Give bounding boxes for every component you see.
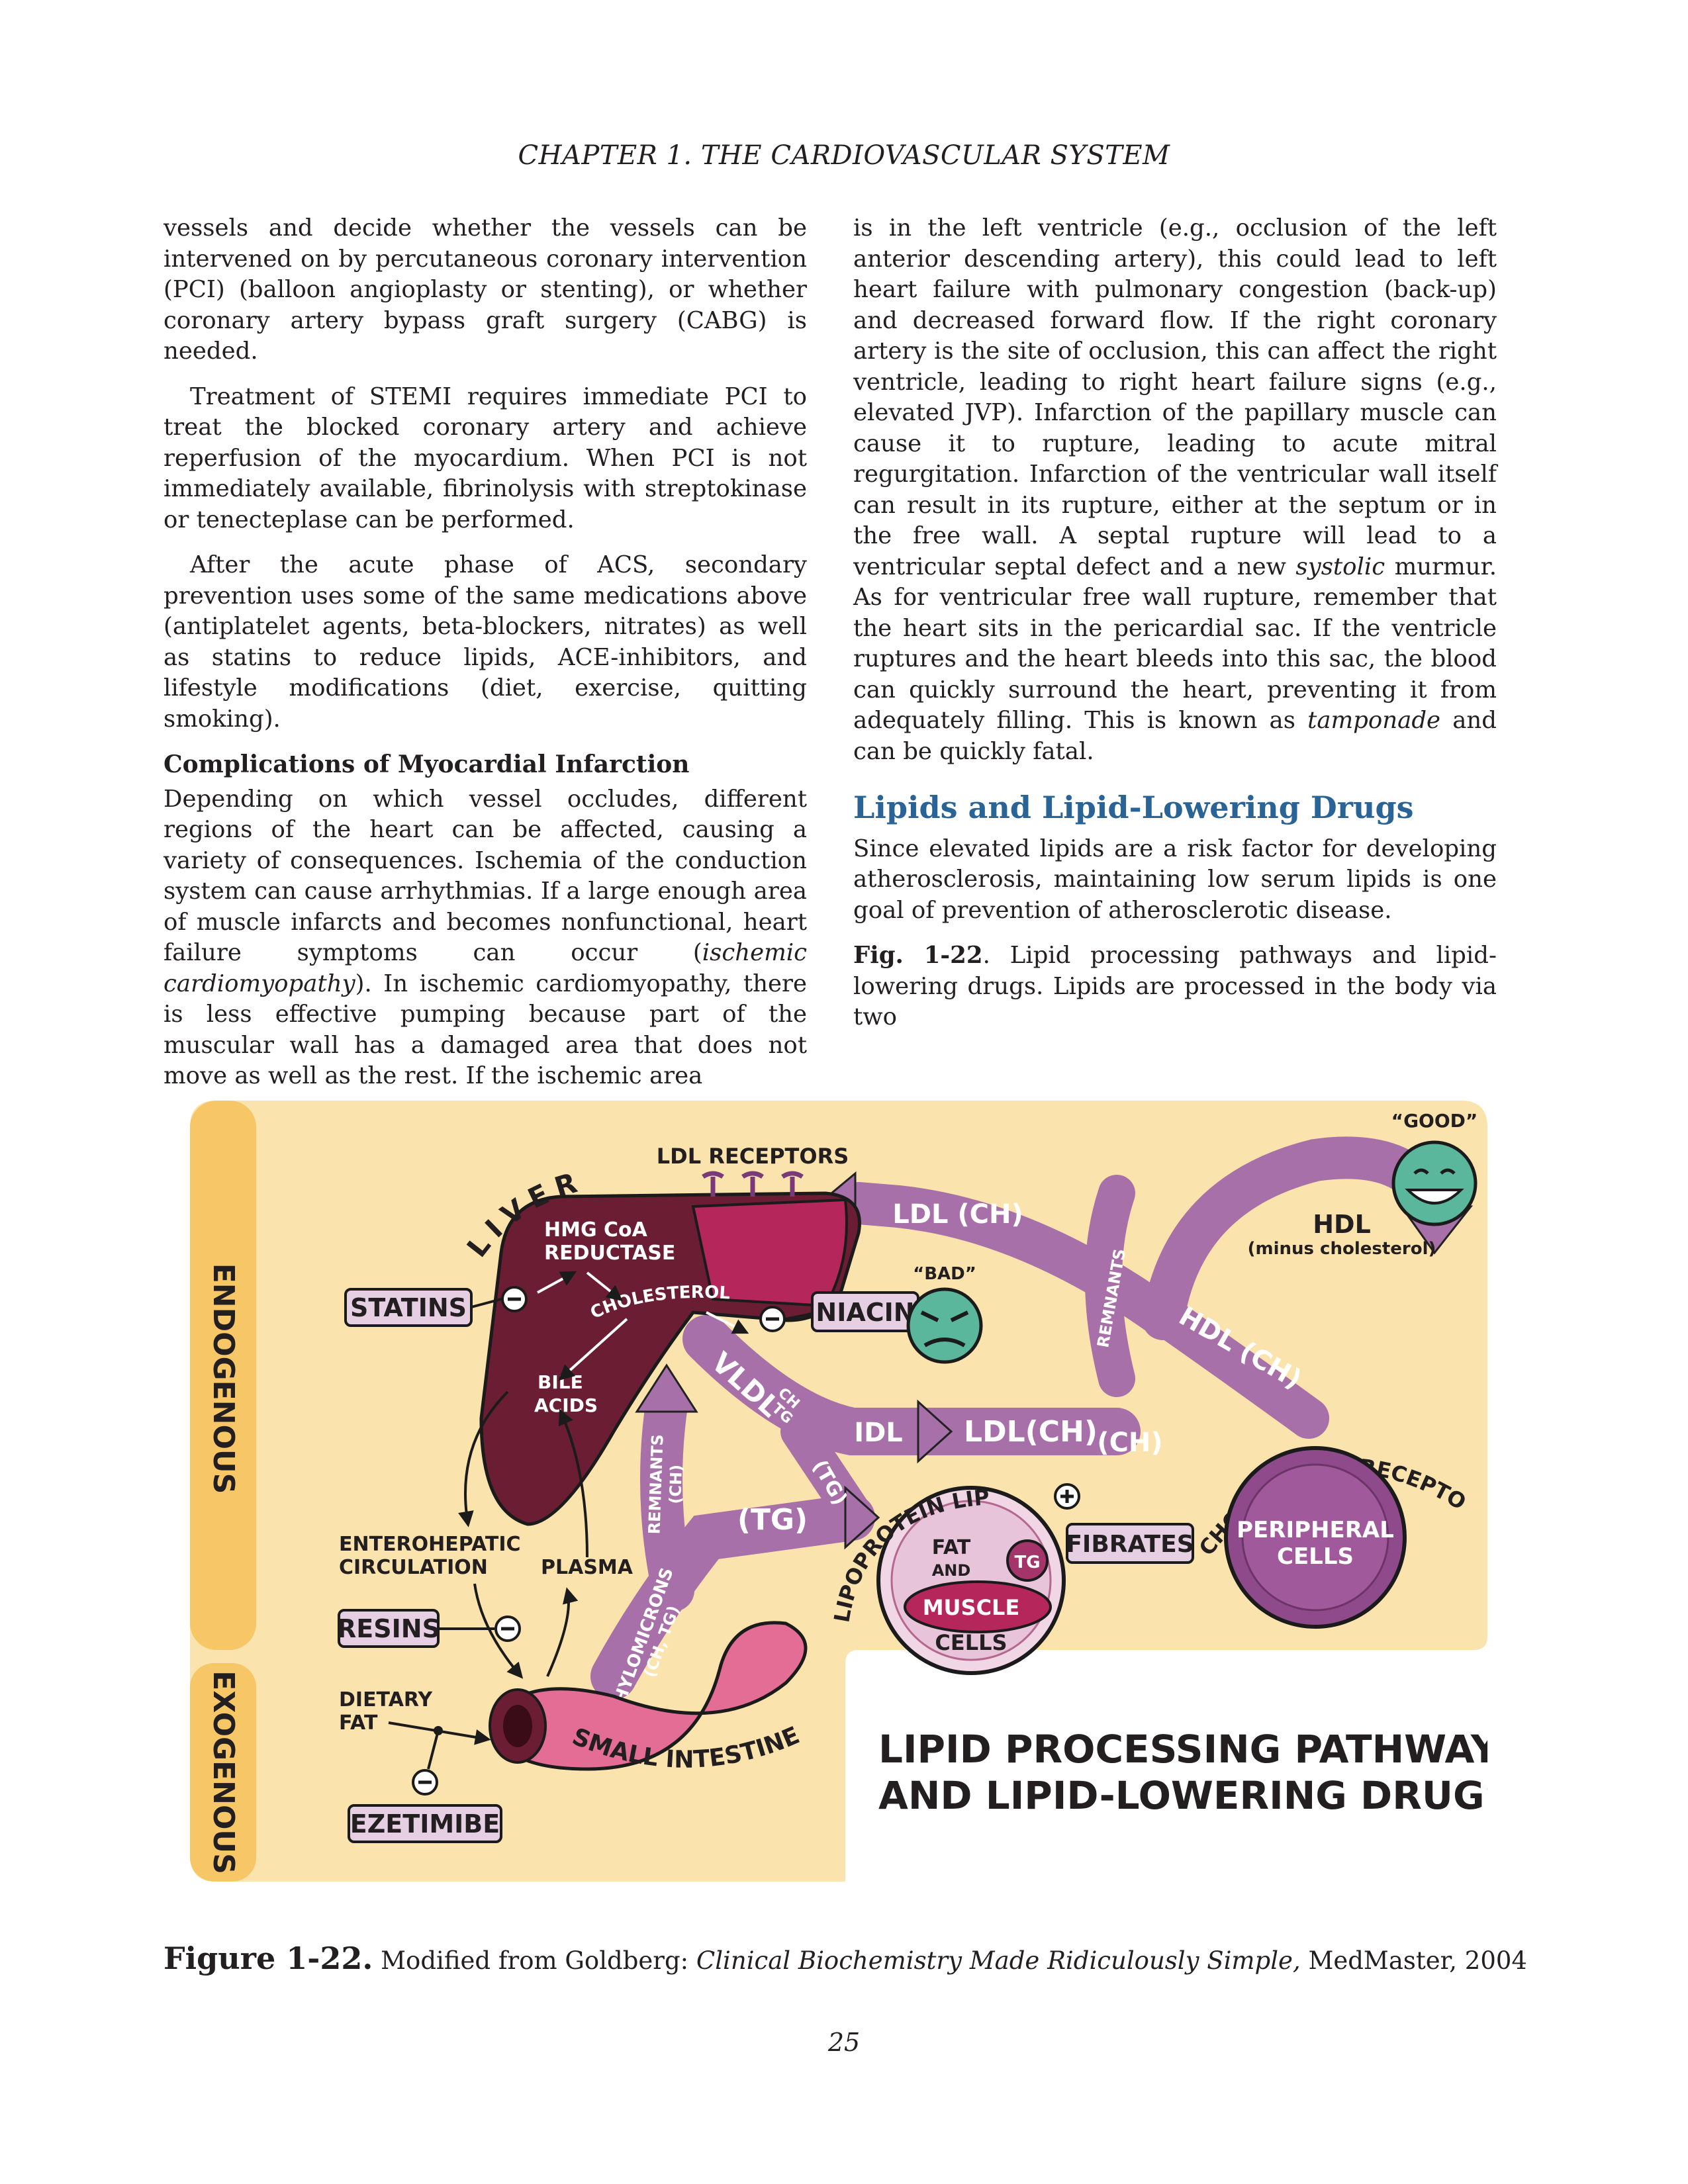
tg-badge-label: TG: [1014, 1553, 1040, 1572]
text-run: murmur. As for ventricular free wall rup…: [853, 553, 1497, 735]
section-title-lipids: Lipids and Lipid-Lowering Drugs: [853, 790, 1414, 825]
good-smile: [1405, 1189, 1464, 1205]
running-header: CHAPTER 1. THE CARDIOVASCULAR SYSTEM: [518, 140, 1170, 171]
emphasis: ischemic cardiomyopathy: [164, 939, 807, 997]
ldl-receptors-label: LDL RECEPTORS: [657, 1144, 849, 1169]
figure-number: Figure 1-22.: [164, 1940, 373, 1976]
ch-label: (CH): [1097, 1428, 1162, 1458]
resins-label: RESINS: [337, 1614, 440, 1643]
subheading-complications: Complications of Myocardial Infarction: [164, 751, 690, 778]
figure-title-line-1: LIPID PROCESSING PATHWAYS: [878, 1727, 1487, 1772]
fibrates-label: FIBRATES: [1066, 1531, 1194, 1558]
good-label: “GOOD”: [1391, 1110, 1478, 1132]
caption-text: Modified from Goldberg:: [373, 1946, 696, 1975]
hdl-label: HDL: [1313, 1210, 1371, 1239]
statins-box: [344, 1288, 473, 1327]
text-run: ). In ischemic cardiomyopathy, there is …: [164, 970, 807, 1090]
idl-label: IDL: [854, 1418, 903, 1448]
enterohepatic-label: ENTEROHEPATIC: [339, 1533, 521, 1556]
caption-book-title: Clinical Biochemistry Made Ridiculously …: [696, 1946, 1301, 1975]
peripheral-label: PERIPHERAL: [1237, 1517, 1394, 1543]
emphasis: tamponade: [1307, 707, 1441, 734]
ezetimibe-label: EZETIMIBE: [350, 1809, 500, 1839]
fibrates-box: [1066, 1523, 1194, 1564]
niacin-label: NIACIN: [816, 1298, 914, 1327]
text-run: is in the left ventricle (e.g., occlusio…: [853, 214, 1497, 580]
text-run: Depending on which vessel occludes, diff…: [164, 785, 807, 967]
dietary-label: DIETARY: [339, 1688, 433, 1711]
circulation-label: CIRCULATION: [339, 1556, 488, 1579]
endogenous-band: [190, 1101, 256, 1650]
bad-label: “BAD”: [913, 1264, 976, 1284]
remnants-arrow-head: [635, 1363, 698, 1413]
hdl-ch-arrow: [1149, 1298, 1329, 1439]
liver-internal-arrows: [537, 1271, 749, 1381]
left-paragraph-4: Depending on which vessel occludes, diff…: [164, 784, 807, 1092]
and-label: AND: [932, 1561, 971, 1580]
ezetimibe-box: [348, 1804, 502, 1843]
bile-to-plasma-arrow: [558, 1408, 588, 1558]
dietary-fat-label: FAT: [339, 1711, 378, 1735]
left-paragraph-3: After the acute phase of ACS, secondary …: [164, 551, 807, 733]
hdl-sub-label: (minus cholesterol): [1248, 1239, 1436, 1259]
figure-ref: Fig. 1-22: [853, 942, 983, 969]
bad-face-icon: [906, 1287, 983, 1364]
tg-label: (TG): [737, 1503, 808, 1537]
caption-text: MedMaster, 2004: [1300, 1946, 1527, 1975]
good-face-icon: [1391, 1140, 1477, 1226]
hmg-coa-label-2: REDUCTASE: [544, 1242, 675, 1265]
ldl-ch-label: LDL (CH): [892, 1199, 1023, 1230]
right-paragraph-1: is in the left ventricle (e.g., occlusio…: [853, 213, 1497, 767]
endogenous-label: ENDOGENOUS: [207, 1263, 240, 1494]
figure-caption: Figure 1-22. Modified from Goldberg: Cli…: [164, 1940, 1527, 1976]
remnants-upper-band: [1085, 1175, 1135, 1397]
tg-badge: [1006, 1539, 1049, 1582]
bile-label: BILE: [538, 1371, 583, 1393]
lipid-pathway-figure: ENDOGENOUS EXOGENOUS LIVER LDL RECEPTORS…: [190, 1101, 1487, 1882]
left-column: vessels and decide whether the vessels c…: [164, 213, 807, 1107]
acids-label: ACIDS: [534, 1394, 598, 1416]
peripheral-cells-label: CELLS: [1277, 1543, 1354, 1570]
right-paragraph-2: Since elevated lipids are a risk factor …: [853, 835, 1497, 924]
text-run: and can be quickly fatal.: [853, 707, 1497, 765]
plasma-label: PLASMA: [541, 1556, 633, 1579]
plasma-arrow-up: [546, 1587, 579, 1677]
emphasis: systolic: [1295, 553, 1385, 580]
exogenous-band: [190, 1663, 256, 1882]
receptor-icons: [702, 1171, 804, 1197]
statins-label: STATINS: [350, 1293, 467, 1322]
left-paragraph-1: vessels and decide whether the vessels c…: [164, 214, 807, 365]
tg-arrow-head: [844, 1485, 880, 1550]
exogenous-label: EXOGENOUS: [207, 1670, 240, 1874]
small-intestine-shape: [499, 1621, 808, 1771]
enterohepatic-arrow-down: [458, 1390, 509, 1527]
hmg-coa-label: HMG CoA: [544, 1218, 648, 1242]
remnants-ch-label: (CH): [666, 1464, 686, 1504]
muscle-label: MUSCLE: [923, 1595, 1020, 1620]
left-paragraph-2: Treatment of STEMI requires immediate PC…: [164, 383, 807, 533]
ldl-ch2-label: LDL(CH): [964, 1415, 1098, 1449]
right-column: is in the left ventricle (e.g., occlusio…: [853, 213, 1497, 1048]
fat-label: FAT: [932, 1536, 971, 1559]
text-run: . Lipid processing pathways and lipid-lo…: [853, 942, 1497, 1030]
cells-label: CELLS: [935, 1630, 1007, 1655]
muscle-shape: [904, 1580, 1052, 1633]
right-paragraph-3: Fig. 1-22. Lipid processing pathways and…: [853, 940, 1497, 1033]
idl-arrow-head: [917, 1399, 953, 1464]
remnants-left-label: REMNANTS: [645, 1434, 667, 1535]
figure-title-line-2: AND LIPID-LOWERING DRUGS: [878, 1773, 1487, 1818]
remnants-left-arrow: [640, 1384, 694, 1612]
page-number: 25: [827, 2028, 861, 2057]
vldl-idl-ldl-arrow: [682, 1315, 1141, 1455]
